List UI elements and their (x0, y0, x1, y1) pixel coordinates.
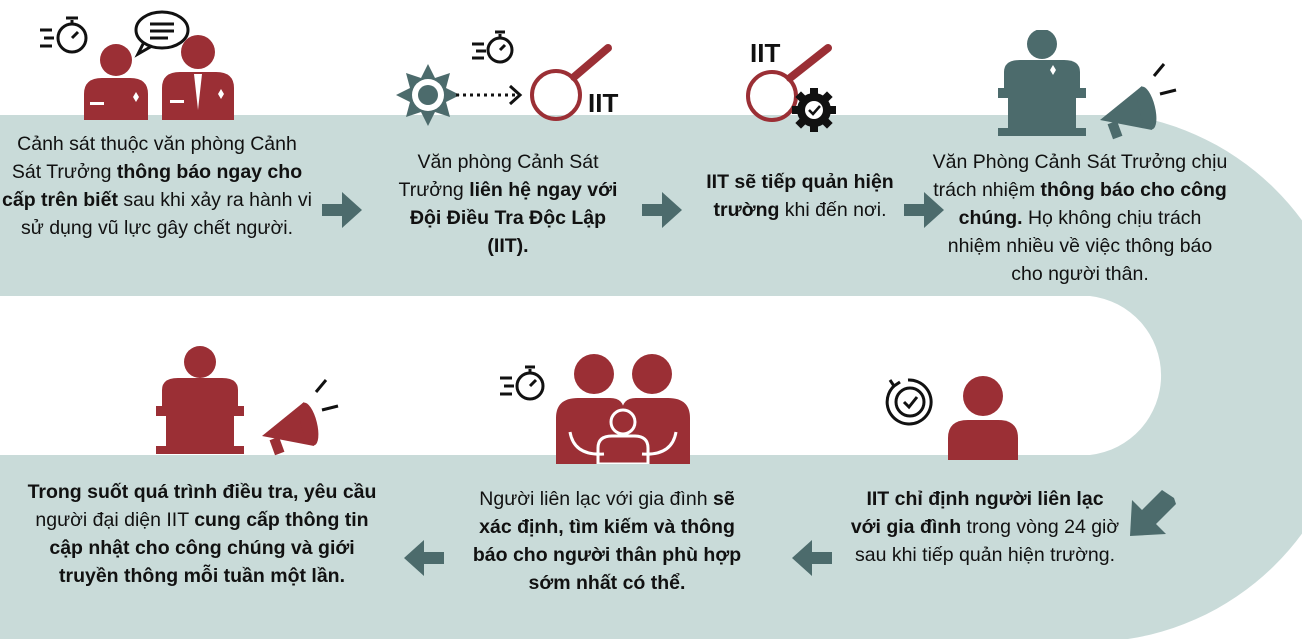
arrow-right-icon (322, 192, 362, 228)
step-text-run: Người liên lạc với gia đình (479, 488, 714, 510)
stopwatch-icon (40, 16, 88, 54)
iit-text: IIT (588, 88, 618, 118)
step-1-text: Cảnh sát thuộc văn phòng Cảnh Sát Trưởng… (2, 130, 312, 242)
step-3-text: IIT sẽ tiếp quản hiện trường khi đến nơi… (700, 168, 900, 224)
magnifier-icon (530, 44, 612, 121)
step-4-text: Văn Phòng Cảnh Sát Trưởng chịu trách nhi… (930, 148, 1230, 288)
podium-speaker-icon (998, 30, 1177, 140)
step-6-text: Người liên lạc với gia đình sẽ xác định,… (462, 485, 752, 597)
step-text-run: cung cấp thông tin cập nhật cho công chú… (49, 509, 369, 587)
person-clock-icon (885, 376, 1018, 460)
arrow-right-icon (642, 192, 682, 228)
officer-icon (162, 35, 234, 120)
step-text-run: khi đến nơi. (779, 199, 887, 221)
podium-speaker-icon (156, 346, 339, 456)
iit-text: IIT (750, 38, 780, 68)
step-text-run: Họ không chịu trách nhiệm nhiều về việc … (947, 207, 1213, 285)
step-2-text: Văn phòng Cảnh Sát Trưởng liên hệ ngay v… (388, 148, 628, 260)
clock-icon (885, 378, 933, 426)
stopwatch-icon (500, 365, 545, 401)
step-text-run: người đại diện IIT (35, 509, 195, 531)
step-7-text: Trong suốt quá trình điều tra, yêu cầu n… (22, 478, 382, 590)
megaphone-icon (262, 379, 339, 456)
step-text-run: IIT chỉ định người liên lạc với gia đình (850, 488, 1104, 538)
step-text-run: yêu cầu (303, 481, 377, 503)
step-text-run: sau khi xảy ra hành vi sử dụng vũ lực gâ… (20, 189, 312, 239)
family-icon (500, 354, 690, 464)
magnifier-icon (746, 44, 832, 122)
step-text-run: Cảnh sát thuộc văn phòng Cảnh Sát Trưởng (11, 133, 297, 183)
step-text-run: trong vòng 24 giờ sau khi tiếp quản hiện… (854, 516, 1120, 566)
step-text-run: Trong suốt quá trình điều tra, (27, 481, 304, 503)
step-text-run: liên hệ ngay với Đội Điều Tra Độc Lập (I… (409, 179, 618, 257)
step-text-run: Văn Phòng Cảnh Sát Trưởng chịu trách nhi… (932, 151, 1228, 201)
step-text-run: thông báo cho công chúng. (958, 179, 1227, 229)
arrow-right-icon (904, 192, 944, 228)
arrow-left-icon (404, 540, 444, 576)
step-text-run: Văn phòng Cảnh Sát Trưởng (398, 151, 599, 201)
megaphone-icon (1100, 63, 1177, 140)
speech-bubble-icon (134, 10, 190, 58)
gear-icon (792, 88, 836, 132)
step-text-run: thông báo ngay cho cấp trên biết (2, 161, 303, 211)
step-text-run: sẽ xác định, tìm kiếm và thông báo cho n… (472, 488, 742, 594)
sheriff-badge-icon (396, 64, 460, 126)
step-5-text: IIT chỉ định người liên lạc với gia đình… (850, 485, 1120, 569)
officers-icon (40, 10, 234, 120)
step-text-run: IIT sẽ tiếp quản hiện trường (706, 171, 894, 221)
person-icon (948, 376, 1018, 460)
stopwatch-icon (472, 30, 514, 64)
dotted-arrow-icon (456, 84, 523, 106)
arrow-left-icon (792, 540, 832, 576)
arrow-down-left-icon (1130, 490, 1176, 536)
officer-icon (84, 44, 148, 120)
iit-gear-icon: IIT (746, 38, 836, 132)
badge-to-iit-icon: IIT (396, 30, 618, 126)
